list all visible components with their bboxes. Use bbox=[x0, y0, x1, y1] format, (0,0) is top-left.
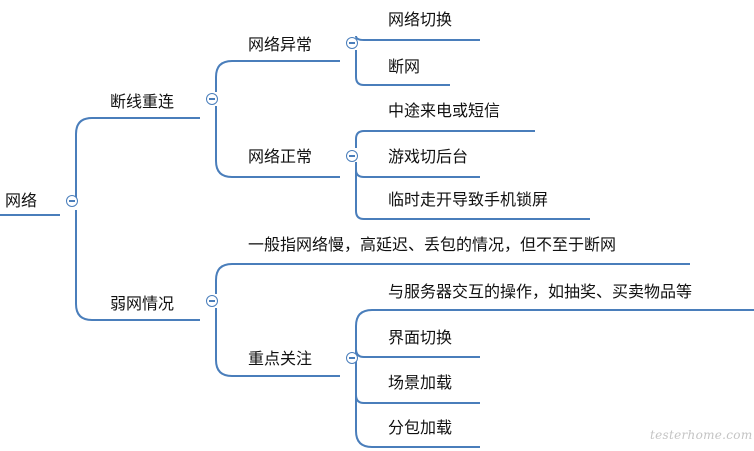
minus-circle-icon[interactable] bbox=[206, 295, 218, 307]
node-weak-description[interactable]: 一般指网络慢，高延迟、丢包的情况，但不至于断网 bbox=[248, 235, 617, 254]
watermark: testerhome.com bbox=[650, 428, 753, 442]
minus-circle-icon[interactable] bbox=[206, 93, 218, 105]
leaf-subpackage-loading[interactable]: 分包加载 bbox=[388, 418, 453, 437]
minus-circle-icon[interactable] bbox=[66, 195, 78, 207]
leaf-scene-loading[interactable]: 场景加载 bbox=[388, 373, 453, 392]
leaf-lockscreen[interactable]: 临时走开导致手机锁屏 bbox=[388, 190, 549, 209]
leaf-background[interactable]: 游戏切后台 bbox=[388, 147, 469, 166]
leaf-incoming-call[interactable]: 中途来电或短信 bbox=[388, 101, 501, 120]
leaf-ui-switch[interactable]: 界面切换 bbox=[388, 328, 453, 347]
node-focus[interactable]: 重点关注 bbox=[248, 349, 313, 368]
leaf-server-interaction[interactable]: 与服务器交互的操作，如抽奖、买卖物品等 bbox=[388, 282, 693, 301]
minus-circle-icon[interactable] bbox=[346, 37, 358, 49]
node-network-normal[interactable]: 网络正常 bbox=[248, 147, 313, 166]
leaf-disconnect[interactable]: 断网 bbox=[388, 57, 421, 76]
node-weak-network[interactable]: 弱网情况 bbox=[110, 294, 175, 313]
minus-circle-icon[interactable] bbox=[346, 352, 358, 364]
minus-circle-icon[interactable] bbox=[346, 150, 358, 162]
node-reconnect[interactable]: 断线重连 bbox=[110, 92, 175, 111]
node-root[interactable]: 网络 bbox=[5, 191, 38, 210]
leaf-network-switch[interactable]: 网络切换 bbox=[388, 10, 453, 29]
node-network-abnormal[interactable]: 网络异常 bbox=[248, 35, 313, 54]
